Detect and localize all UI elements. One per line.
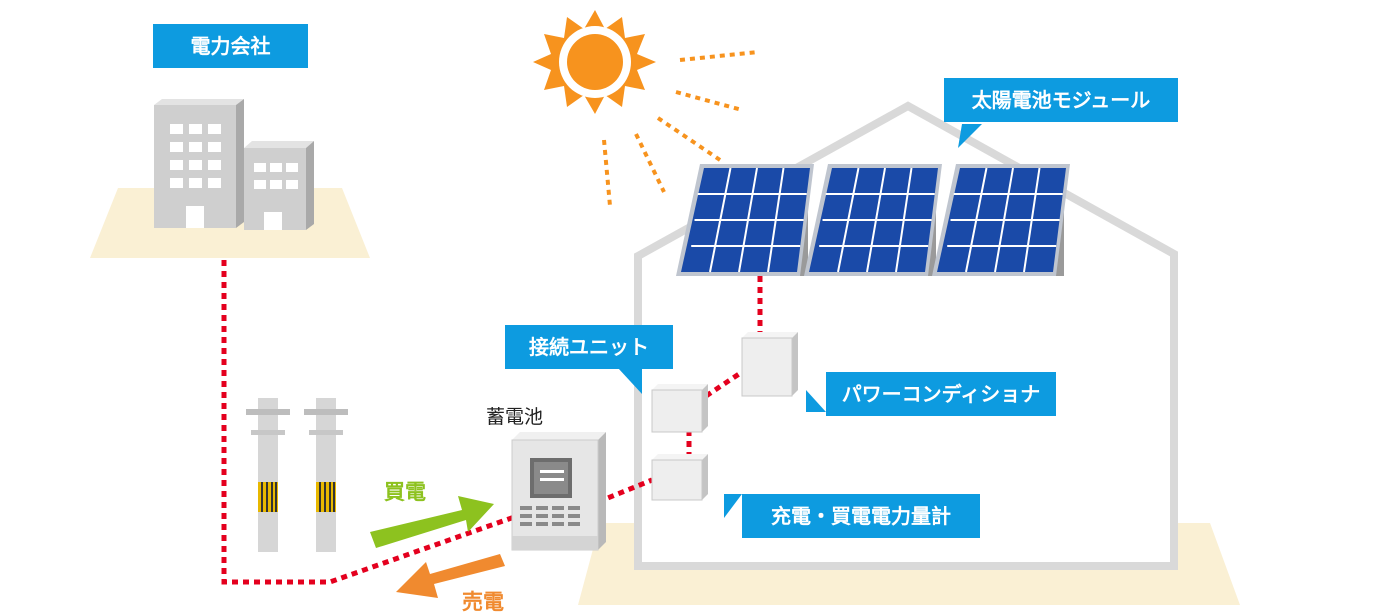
callout-meter: 充電・買電電力量計 (742, 494, 980, 538)
solar-panel-icon (932, 164, 1070, 276)
label-storage-battery: 蓄電池 (486, 406, 544, 428)
connection-unit-box (651, 384, 708, 433)
meter-box (651, 454, 708, 501)
solar-panel-icon (676, 164, 814, 276)
buy-arrow-icon (370, 496, 494, 548)
label-buy-power: 買電 (384, 480, 426, 504)
power-conditioner-box (741, 332, 798, 397)
callout-tails (618, 124, 982, 518)
callout-power-conditioner: パワーコンディショナ (826, 372, 1056, 416)
building-icon (154, 99, 314, 230)
solar-panel-icon (804, 164, 942, 276)
battery-unit-icon (511, 432, 606, 551)
callout-solar-module: 太陽電池モジュール (944, 78, 1178, 122)
sun-rays (602, 50, 759, 207)
label-sell-power: 売電 (462, 590, 504, 614)
sell-arrow-icon (396, 554, 505, 598)
utility-pole-icon (304, 398, 348, 552)
callout-connection-unit: 接続ユニット (505, 325, 673, 369)
callout-power-company: 電力会社 (153, 24, 308, 68)
utility-pole-icon (246, 398, 290, 552)
sun-icon (533, 10, 656, 114)
